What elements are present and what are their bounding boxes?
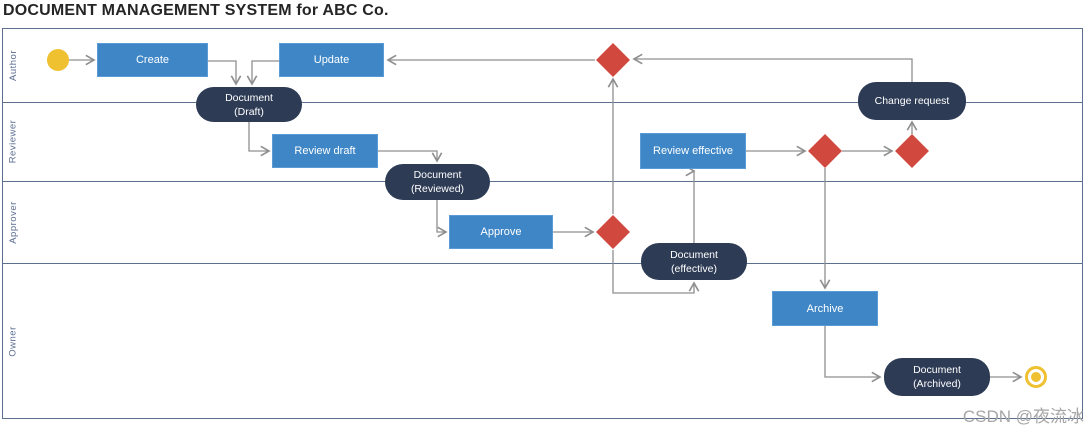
object-change-request-label: Change request	[874, 95, 950, 107]
lane-label-reviewer-text: Reviewer	[7, 119, 19, 164]
diagram-title: DOCUMENT MANAGEMENT SYSTEM for ABC Co.	[3, 2, 389, 19]
lane-label-reviewer: Reviewer	[3, 102, 23, 181]
lane-label-author: Author	[3, 28, 23, 102]
lane-label-owner-text: Owner	[7, 325, 19, 357]
lane-label-approver: Approver	[3, 181, 23, 263]
end-node-dot	[1031, 372, 1041, 382]
object-change-request: Change request	[858, 82, 966, 120]
lane-divider-author-reviewer	[2, 102, 1083, 103]
task-review-draft-label: Review draft	[294, 145, 356, 157]
start-node	[47, 49, 69, 71]
lane-label-approver-text: Approver	[7, 200, 19, 244]
task-update: Update	[279, 43, 384, 77]
task-archive-label: Archive	[806, 302, 844, 315]
lane-divider-reviewer-approver	[2, 181, 1083, 182]
object-document-draft: Document (Draft)	[196, 87, 302, 122]
task-create-label: Create	[135, 54, 170, 66]
end-node	[1025, 366, 1047, 388]
task-approve: Approve	[449, 215, 553, 249]
object-document-reviewed-line2: (Reviewed)	[410, 183, 465, 195]
object-document-draft-line1: Document	[225, 91, 273, 104]
object-document-effective-line1: Document	[670, 248, 718, 261]
object-document-archived-line2: (Archived)	[913, 378, 961, 390]
task-update-label: Update	[313, 54, 350, 66]
lane-divider-approver-owner	[2, 263, 1083, 264]
task-review-effective: Review effective	[640, 133, 746, 169]
object-document-reviewed: Document (Reviewed)	[385, 164, 490, 200]
lane-label-owner: Owner	[3, 263, 23, 419]
task-review-draft: Review draft	[272, 134, 378, 168]
task-review-effective-label: Review effective	[653, 145, 733, 157]
object-document-archived-line1: Document	[913, 364, 961, 376]
watermark-text: CSDN @夜流冰	[962, 407, 1084, 426]
task-archive: Archive	[772, 291, 878, 326]
object-document-archived: Document (Archived)	[884, 358, 990, 396]
object-document-reviewed-line1: Document	[413, 169, 462, 181]
object-document-draft-line2: (Draft)	[234, 105, 264, 118]
lane-label-author-text: Author	[7, 49, 19, 81]
object-document-effective: Document (effective)	[641, 243, 747, 280]
object-document-effective-line2: (effective)	[671, 262, 717, 275]
task-approve-label: Approve	[480, 226, 522, 238]
task-create: Create	[97, 43, 208, 77]
